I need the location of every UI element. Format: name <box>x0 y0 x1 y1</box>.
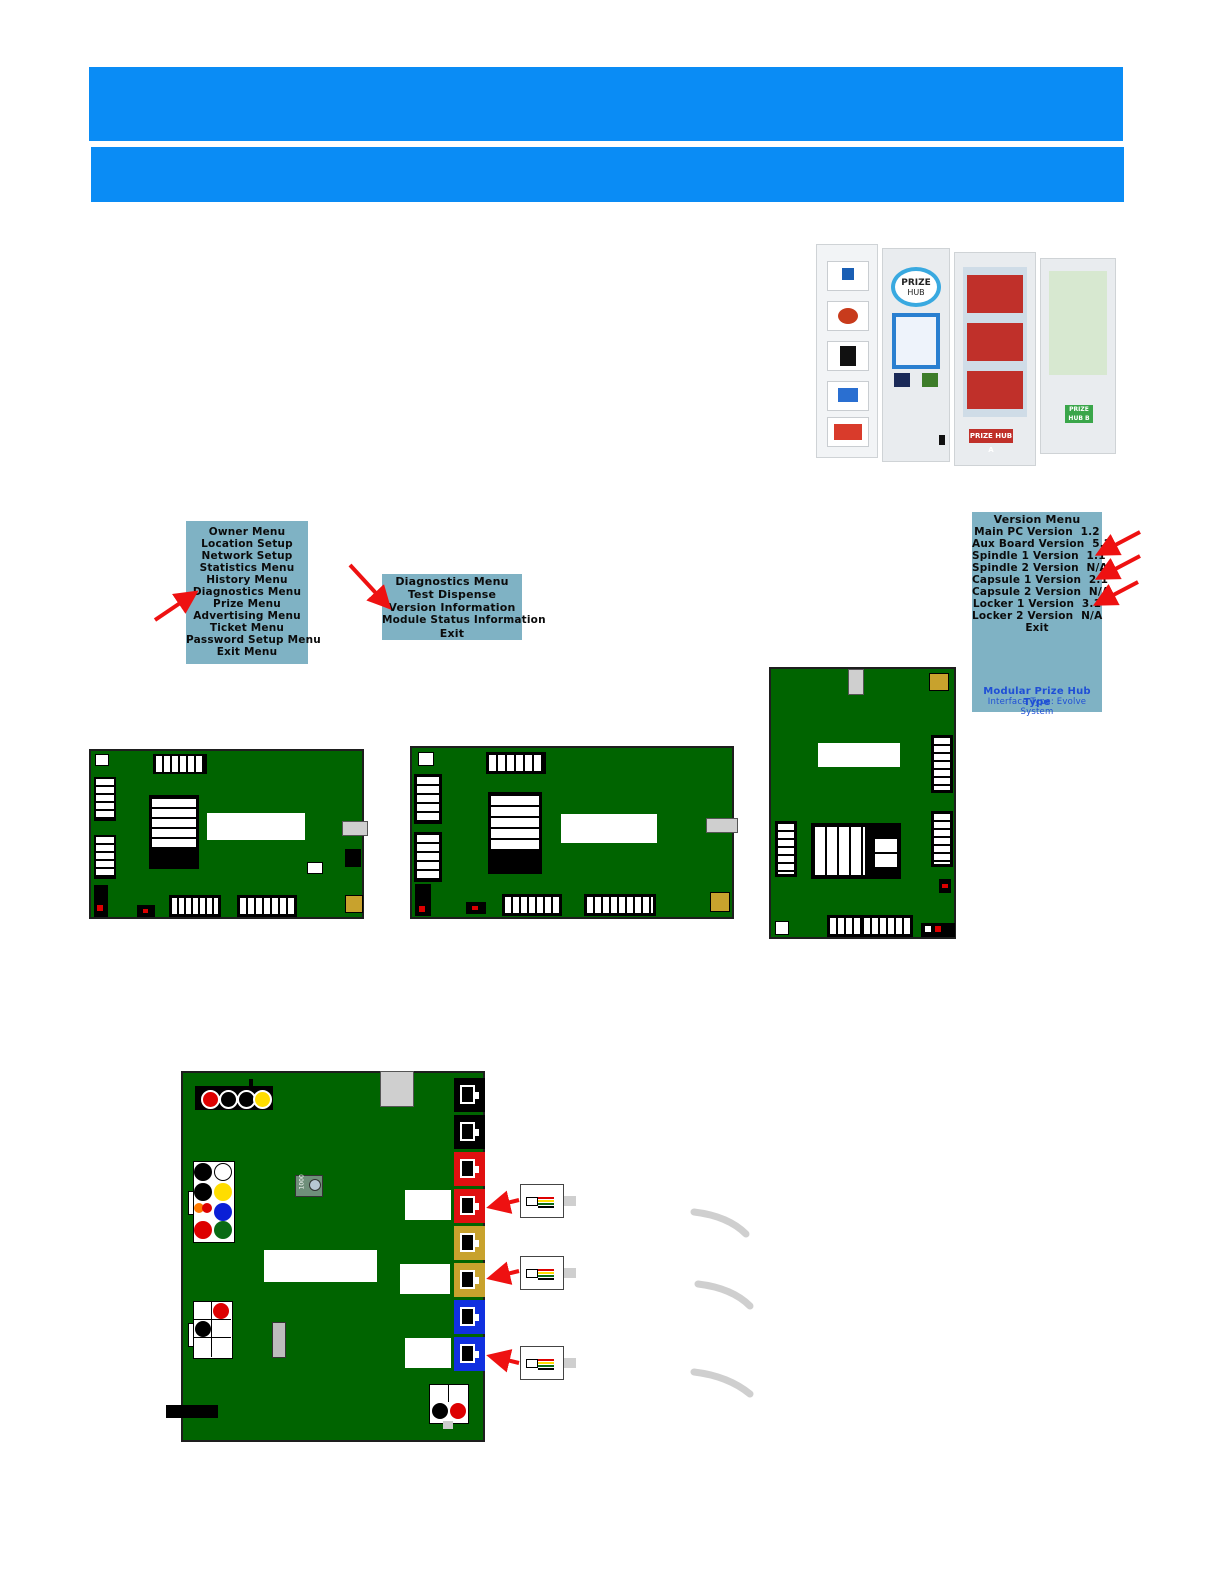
port-jack-black-2 <box>454 1115 485 1149</box>
diagnostics-menu-screen: Diagnostics Menu Test Dispense Version I… <box>382 574 546 640</box>
port-jack-black-1 <box>454 1078 485 1112</box>
cable-arc-icon <box>690 1208 750 1238</box>
menu-item-network-setup[interactable]: Network Setup <box>201 550 293 562</box>
label-box <box>405 1190 451 1220</box>
circuit-board-2 <box>410 746 738 919</box>
circuit-board-3 <box>769 667 956 939</box>
circuit-board-1 <box>89 749 368 919</box>
menu-item-history[interactable]: History Menu <box>206 574 288 586</box>
menu-item-test-dispense[interactable]: Test Dispense <box>407 588 497 601</box>
menu-item-exit[interactable]: Exit <box>439 627 465 640</box>
arrow-icon <box>348 563 392 610</box>
arrow-icon <box>486 1190 520 1214</box>
version-menu-exit[interactable]: Exit <box>1025 622 1049 634</box>
owner-menu-title: Owner Menu <box>208 526 286 538</box>
cable-arc-icon <box>690 1368 754 1398</box>
prize-hub-logo: PRIZE HUB <box>891 267 941 307</box>
version-menu-title: Version Menu <box>993 513 1081 526</box>
hub-a-label: PRIZE HUB A <box>969 429 1013 454</box>
hub-b-label: PRIZE HUB B <box>1065 405 1093 423</box>
chip-label: 1000 <box>298 1174 306 1190</box>
cable-plug-icon <box>520 1346 564 1380</box>
arrow-icon <box>1094 530 1141 556</box>
menu-item-password-setup[interactable]: Password Setup Menu <box>186 634 321 646</box>
menu-item-ticket[interactable]: Ticket Menu <box>209 622 285 634</box>
header-banner-second <box>91 147 1124 202</box>
cable-plug-icon <box>520 1256 564 1290</box>
label-box <box>264 1250 377 1282</box>
logo-text-prize: PRIZE <box>901 278 931 288</box>
menu-item-prize[interactable]: Prize Menu <box>213 598 281 610</box>
version-menu-screen: Version Menu Main PC Version 1.2 Aux Boa… <box>972 512 1111 717</box>
menu-item-statistics[interactable]: Statistics Menu <box>199 562 295 574</box>
menu-item-exit[interactable]: Exit Menu <box>216 646 278 658</box>
version-footer-type: Modular Prize Hub Type <box>983 686 1091 708</box>
arrow-icon <box>1092 580 1139 606</box>
header-banner-top <box>89 67 1123 141</box>
cable-plug-icon <box>520 1184 564 1218</box>
diagnostics-menu-title: Diagnostics Menu <box>395 575 509 588</box>
version-row: Locker 1 Version 3.1 <box>972 598 1102 610</box>
menu-item-version-information[interactable]: Version Information <box>388 601 516 614</box>
logo-text-hub: HUB <box>907 288 925 297</box>
port-jack-gold-2 <box>454 1263 485 1297</box>
port-jack-gold-1 <box>454 1226 485 1260</box>
menu-item-diagnostics[interactable]: Diagnostics Menu <box>192 586 302 598</box>
version-footer-interface: Interface Type: Evolve System <box>987 697 1087 717</box>
port-jack-red-2 <box>454 1189 485 1223</box>
label-box <box>405 1338 451 1368</box>
cable-arc-icon <box>694 1280 754 1310</box>
menu-item-advertising[interactable]: Advertising Menu <box>193 610 301 622</box>
prize-hub-machine-photo: PRIZE HUB PRIZE HUB A PRIZE HUB B <box>812 240 1120 505</box>
arrow-icon <box>153 590 199 622</box>
board-edge-bar <box>166 1405 218 1418</box>
label-box <box>400 1264 450 1294</box>
version-row: Main PC Version 1.2 <box>974 526 1100 538</box>
arrow-icon <box>486 1261 520 1285</box>
menu-item-location-setup[interactable]: Location Setup <box>201 538 293 550</box>
port-jack-red-1 <box>454 1152 485 1186</box>
arrow-icon <box>1094 554 1141 580</box>
menu-item-module-status[interactable]: Module Status Information <box>382 614 546 626</box>
version-row: Locker 2 Version N/A <box>972 610 1103 622</box>
port-jack-blue-1 <box>454 1300 485 1334</box>
arrow-icon <box>486 1349 520 1373</box>
circuit-board-large: 1000 <box>181 1071 485 1442</box>
port-jack-blue-2 <box>454 1337 485 1371</box>
owner-menu-screen: Owner Menu Location Setup Network Setup … <box>186 521 321 664</box>
